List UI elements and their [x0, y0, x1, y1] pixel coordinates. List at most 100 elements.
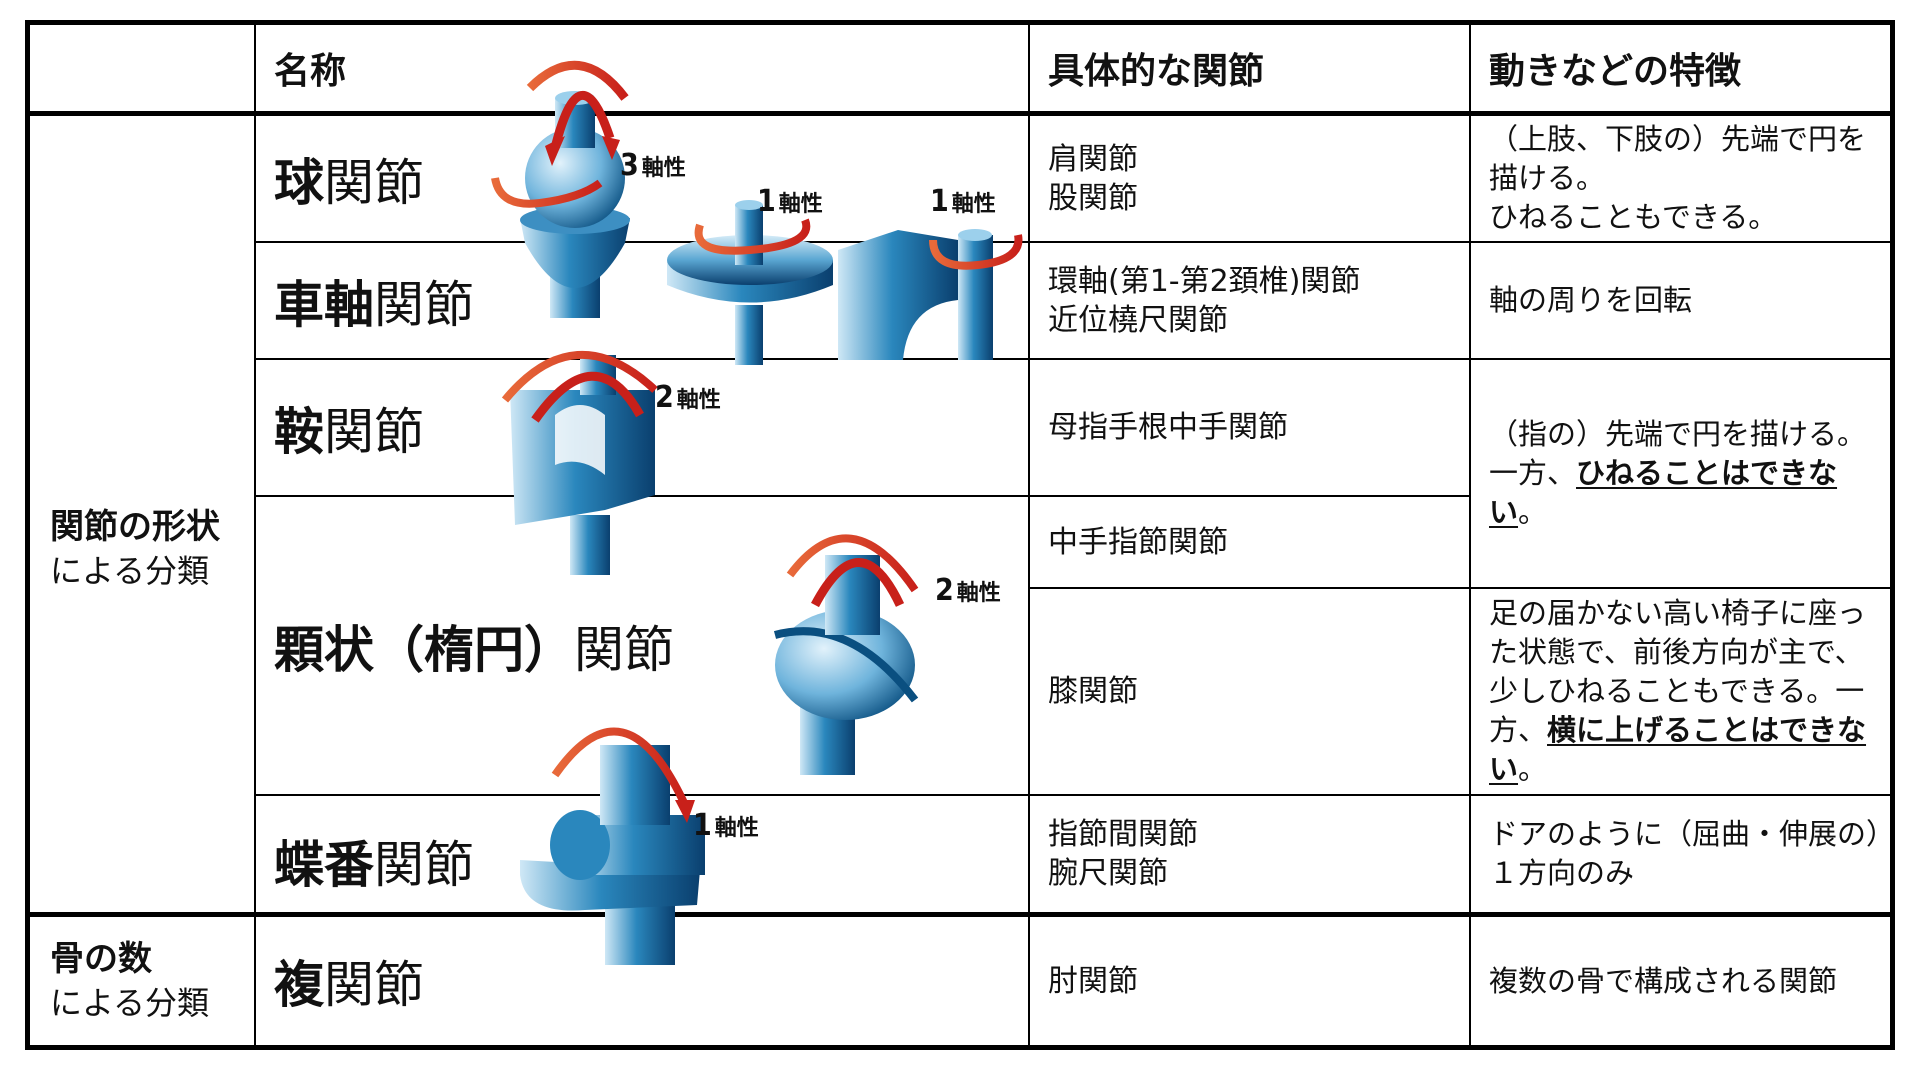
examples-condylar-mcp: 中手指節関節 — [1030, 497, 1469, 587]
axis-num-condylar: 2 — [935, 573, 954, 608]
row-line-5 — [255, 794, 1892, 796]
axis-num-ball: 3 — [620, 148, 639, 183]
category-divider — [25, 912, 1895, 917]
header-features: 動きなどの特徴 — [1471, 25, 1890, 111]
example-elbow: 肘関節 — [1048, 963, 1138, 999]
ball-joint-illustration — [491, 60, 630, 318]
example-radioulnar: 近位橈尺関節 — [1048, 302, 1228, 338]
table-border-top — [25, 20, 1895, 25]
joint-name-ball-suffix: 関節 — [324, 153, 424, 212]
saddle-joint-illustration — [501, 350, 658, 575]
table-border-bottom — [25, 1045, 1895, 1050]
col-divider-1 — [254, 20, 256, 1050]
row-line-1 — [255, 241, 1892, 243]
feature-shared-plain: （指の）先端で円を描ける。一方、 — [1489, 417, 1867, 490]
axis-text-pivot-2: 軸性 — [951, 192, 996, 217]
axis-num-pivot-1: 1 — [757, 184, 776, 219]
joint-name-hinge: 蝶番関節 — [256, 796, 556, 912]
header-features-label: 動きなどの特徴 — [1489, 51, 1742, 92]
category-shape-title: 関節の形状 — [50, 507, 220, 547]
category-shape-subtitle: による分類 — [50, 552, 210, 590]
joint-name-pivot-bold: 車軸 — [274, 275, 374, 334]
category-bone-count-title: 骨の数 — [50, 939, 152, 979]
joint-name-compound: 複関節 — [256, 917, 556, 1045]
joint-name-compound-bold: 複 — [274, 956, 324, 1014]
example-hip: 股関節 — [1048, 180, 1138, 216]
header-name-label: 名称 — [274, 51, 347, 92]
col-divider-3 — [1469, 20, 1471, 1050]
joint-name-saddle-bold: 鞍 — [274, 402, 324, 461]
feature-ball-line2: ひねることもできる。 — [1489, 200, 1778, 234]
feature-knee-end: 。 — [1518, 752, 1548, 786]
example-knee: 膝関節 — [1048, 674, 1138, 709]
col-divider-2 — [1028, 20, 1030, 1050]
feature-shared-emphasis: ひねることはできない — [1489, 456, 1838, 529]
features-ball: （上肢、下肢の）先端で円を描ける。 ひねることもできる。 — [1471, 116, 1890, 241]
joint-name-saddle-suffix: 関節 — [324, 402, 424, 461]
feature-knee-plain: 足の届かない高い椅子に座った状態で、前後方向が主で、少しひねることもできる。一方… — [1489, 596, 1867, 747]
features-saddle-condylar: （指の）先端で円を描ける。一方、ひねることはできない。 — [1471, 360, 1890, 587]
feature-ball-line1: （上肢、下肢の）先端で円を描ける。 — [1489, 122, 1867, 195]
joint-name-ball-bold: 球 — [274, 153, 324, 212]
row-line-3-name-examples — [255, 495, 1470, 497]
examples-hinge: 指節間関節 腕尺関節 — [1030, 796, 1469, 912]
example-shoulder: 肩関節 — [1048, 141, 1138, 177]
joint-name-pivot-suffix: 関節 — [374, 275, 474, 334]
category-bone-count-subtitle: による分類 — [50, 984, 210, 1022]
feature-hinge: ドアのように（屈曲・伸展の）１方向のみ — [1489, 817, 1881, 890]
axis-text-hinge: 軸性 — [714, 816, 759, 841]
joint-name-hinge-suffix: 関節 — [374, 836, 474, 894]
header-examples-label: 具体的な関節 — [1048, 51, 1265, 92]
hinge-joint-illustration — [520, 727, 705, 965]
joint-name-condylar-suffix: 関節 — [574, 620, 674, 679]
joint-name-ball: 球関節 — [256, 116, 556, 241]
table-border-left — [25, 20, 30, 1050]
axis-text-condylar: 軸性 — [956, 581, 1001, 606]
condylar-joint-illustration — [773, 534, 919, 775]
feature-knee-emphasis: 横に上げることはできない — [1489, 713, 1867, 786]
examples-pivot: 環軸(第1-第2頚椎)関節 近位橈尺関節 — [1030, 243, 1469, 358]
axis-text-saddle: 軸性 — [676, 388, 721, 413]
examples-saddle: 母指手根中手関節 — [1030, 360, 1469, 495]
header-name: 名称 — [256, 25, 1028, 111]
row-line-4-examples — [1029, 587, 1892, 589]
example-humeroulnar: 腕尺関節 — [1048, 856, 1168, 891]
example-atlantoaxial: 環軸(第1-第2頚椎)関節 — [1048, 263, 1361, 299]
row-line-2 — [255, 358, 1892, 360]
table-border-right — [1890, 20, 1895, 1050]
joint-name-hinge-bold: 蝶番 — [274, 836, 374, 894]
joint-name-condylar: 顆状（楕円）関節 — [256, 497, 756, 794]
features-hinge: ドアのように（屈曲・伸展の）１方向のみ — [1471, 796, 1890, 912]
axis-num-hinge: 1 — [693, 808, 712, 843]
axis-num-saddle: 2 — [655, 380, 674, 415]
header-examples: 具体的な関節 — [1030, 25, 1469, 111]
example-thumb-cmc: 母指手根中手関節 — [1048, 410, 1288, 445]
examples-ball: 肩関節 股関節 — [1030, 116, 1469, 241]
category-bone-count: 骨の数 による分類 — [30, 917, 254, 1045]
features-knee: 足の届かない高い椅子に座った状態で、前後方向が主で、少しひねることもできる。一方… — [1471, 589, 1890, 794]
axis-text-pivot-1: 軸性 — [778, 192, 823, 217]
joint-name-saddle: 鞍関節 — [256, 360, 556, 495]
feature-compound: 複数の骨で構成される関節 — [1489, 963, 1838, 998]
examples-compound: 肘関節 — [1030, 917, 1469, 1045]
header-divider — [25, 111, 1895, 116]
examples-condylar-knee: 膝関節 — [1030, 589, 1469, 794]
category-shape: 関節の形状 による分類 — [30, 116, 254, 912]
example-mcp: 中手指節関節 — [1048, 524, 1228, 560]
axis-num-pivot-2: 1 — [930, 184, 949, 219]
example-interphalangeal: 指節間関節 — [1048, 817, 1198, 852]
feature-pivot: 軸の周りを回転 — [1489, 283, 1693, 317]
axis-text-ball: 軸性 — [641, 156, 686, 181]
feature-shared-end: 。 — [1518, 495, 1548, 529]
features-pivot: 軸の周りを回転 — [1471, 243, 1890, 358]
features-compound: 複数の骨で構成される関節 — [1471, 917, 1890, 1045]
pivot-joint-block-illustration — [838, 229, 1023, 360]
joint-name-condylar-bold: 顆状（楕円） — [274, 620, 574, 679]
pivot-joint-disc-illustration — [667, 200, 833, 365]
